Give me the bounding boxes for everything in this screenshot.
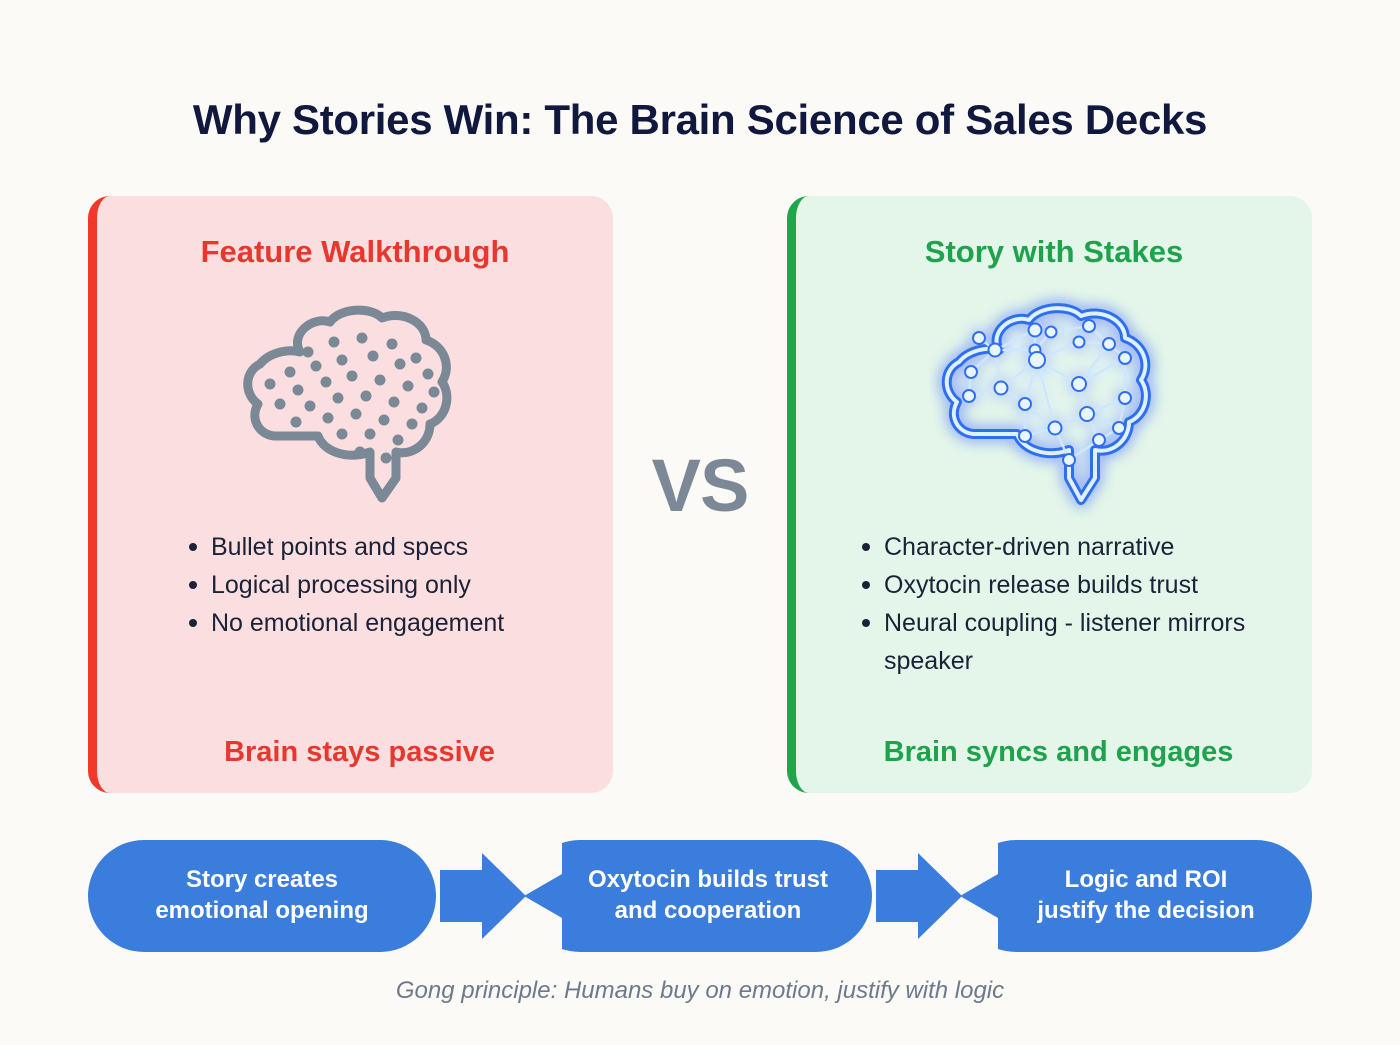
flow-step-2-line2: and cooperation (614, 897, 802, 924)
page-title: Why Stories Win: The Brain Science of Sa… (192, 96, 1208, 144)
card-footnote-left: Brain stays passive (224, 736, 495, 768)
list-item: Neural coupling - listener mirrors speak… (858, 604, 1286, 680)
flow-step-3-line1: Logic and ROI (1064, 866, 1228, 894)
flow-step-1-label: Story creates emotional opening (155, 865, 368, 926)
flow-step-1[interactable]: Story creates emotional opening (88, 840, 436, 952)
vs-divider: VS (651, 444, 750, 527)
bullet-list-left: Bullet points and specs Logical processi… (123, 528, 587, 642)
card-heading-left: Feature Walkthrough (200, 234, 510, 269)
flow-step-1-line1: Story creates (185, 866, 339, 894)
flow-arrow-2-icon (876, 853, 962, 939)
list-item: Character-driven narrative (858, 528, 1286, 566)
footer-note: Gong principle: Humans buy on emotion, j… (395, 977, 1005, 1004)
bullet-list-right: Character-driven narrative Oxytocin rele… (822, 528, 1286, 680)
list-item: No emotional engagement (185, 604, 587, 642)
flow-step-3-line2: justify the decision (1037, 897, 1255, 924)
flow-diagram: Story creates emotional opening Oxytocin… (88, 840, 1312, 952)
card-feature-walkthrough: Feature Walkthrough (88, 196, 613, 793)
list-item: Logical processing only (185, 566, 587, 604)
card-heading-right: Story with Stakes (924, 234, 1184, 269)
flow-step-2-line1: Oxytocin builds trust (587, 866, 829, 894)
network-brain-icon (822, 278, 1286, 528)
flow-step-1-line2: emotional opening (155, 897, 369, 924)
list-item: Oxytocin release builds trust (858, 566, 1286, 604)
card-footnote-right: Brain syncs and engages (883, 736, 1234, 768)
flow-step-2[interactable]: Oxytocin builds trust and cooperation (524, 840, 872, 952)
flow-step-3[interactable]: Logic and ROI justify the decision (960, 840, 1312, 952)
flow-step-3-label: Logic and ROI justify the decision (1037, 865, 1254, 926)
list-item: Bullet points and specs (185, 528, 587, 566)
comparison-cards: Feature Walkthrough (88, 196, 1312, 793)
card-story-with-stakes: Story with Stakes (787, 196, 1312, 793)
flow-arrow-1-icon (440, 853, 526, 939)
flow-step-2-label: Oxytocin builds trust and cooperation (588, 865, 828, 926)
passive-brain-icon (123, 278, 587, 528)
